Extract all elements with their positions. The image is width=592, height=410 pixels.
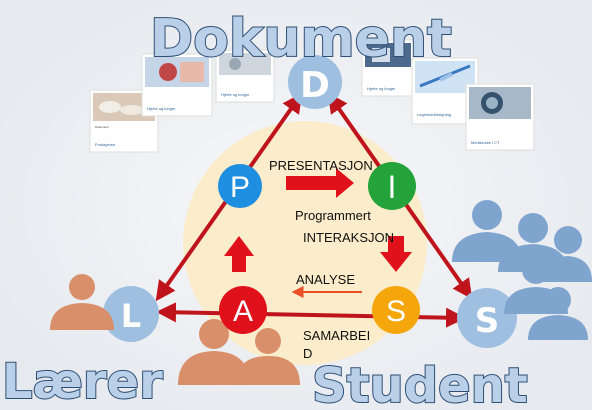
vertex-d: D <box>288 55 342 109</box>
thumbnail-caption: Fordøyelse <box>95 142 116 147</box>
thumbnail-card: Hjerte og lunger <box>141 53 213 117</box>
title-dokument: Dokument <box>150 9 452 69</box>
vertex-l: L <box>103 286 159 342</box>
label-programmert: Programmert <box>295 208 371 223</box>
node-s-letter: S <box>386 295 406 328</box>
inner-arrows <box>224 168 412 298</box>
node-p: P <box>218 164 262 208</box>
label-analyse: ANALYSE <box>296 272 355 287</box>
thumbnail-caption: Hjerte og lunger <box>147 106 176 111</box>
teacher-people-icon <box>50 274 300 385</box>
svg-text:Dokument: Dokument <box>95 125 109 129</box>
label-presentasjon: PRESENTASJON <box>269 158 373 173</box>
label-samarbeid: SAMARBEI <box>303 328 370 343</box>
thumbnail-caption: Hjerte og lunger <box>367 86 396 91</box>
node-p-letter: P <box>230 171 250 204</box>
vertex-d-letter: D <box>300 65 330 106</box>
thumbnail-card: Hjerte og lunger <box>361 39 415 97</box>
label-interaksjon: INTERAKSJON <box>303 230 394 245</box>
thumbnail-caption: Legemiddelregning <box>417 112 451 117</box>
node-i: I <box>368 162 416 210</box>
vertex-s-letter: S <box>475 301 500 341</box>
arrow-p-to-i <box>286 168 354 198</box>
thumbnail-caption: Medisinske i CT <box>471 140 500 145</box>
title-laerer: Lærer <box>2 354 163 410</box>
vertex-s: S <box>457 288 517 348</box>
node-i-letter: I <box>388 169 397 205</box>
node-a: A <box>219 286 267 334</box>
node-a-letter: A <box>233 295 253 328</box>
arrow-i-to-s <box>380 236 412 272</box>
node-s: S <box>372 286 420 334</box>
student-people-icon <box>452 200 592 340</box>
label-samarbeid-end: D <box>303 346 312 361</box>
arrow-a-to-p <box>224 236 254 272</box>
thumbnail-caption: Hjerte og lunger <box>221 92 250 97</box>
vertex-l-letter: L <box>121 297 141 335</box>
title-student: Student <box>312 358 528 410</box>
document-thumbnails: Dokument Fordøyelse Hjerte og lunger Hje… <box>89 39 535 153</box>
thumbnail-card: Medisinske i CT <box>465 83 535 151</box>
